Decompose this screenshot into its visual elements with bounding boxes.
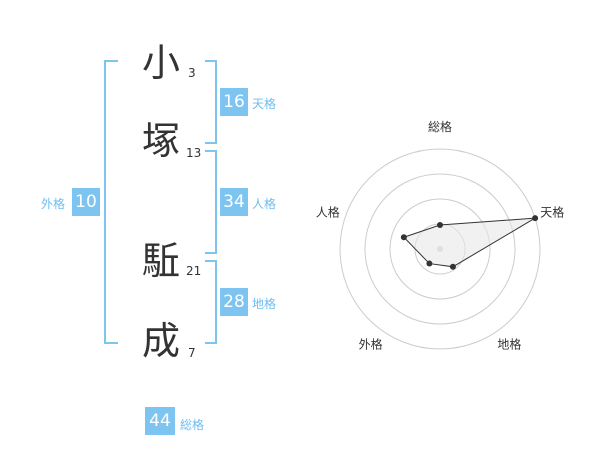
- name-char-1: 小: [142, 41, 181, 85]
- radar-point-5: [400, 234, 407, 241]
- stroke-count-3: 21: [186, 264, 202, 278]
- jin-kaku-label: 人格: [252, 197, 277, 211]
- outer-bracket: [104, 60, 118, 344]
- radar-point-3: [449, 263, 456, 270]
- radar-axis-label: 地格: [497, 336, 521, 351]
- stroke-count-2: 13: [186, 146, 202, 160]
- name-char-4: 成: [142, 319, 181, 363]
- name-char-3: 駈: [142, 239, 181, 283]
- jin-kaku-value: 34: [220, 188, 248, 216]
- radar-axis-label: 人格: [316, 205, 340, 220]
- radar-area: [402, 217, 536, 268]
- radar-axis-label: 天格: [540, 205, 564, 220]
- gai-kaku-value: 10: [72, 188, 100, 216]
- radar-points: [400, 215, 539, 270]
- ten-bracket: [205, 60, 217, 144]
- radar-point-1: [437, 222, 443, 228]
- radar-point-4: [426, 260, 433, 267]
- chi-kaku-label: 地格: [252, 297, 277, 311]
- gai-kaku-label: 外格: [41, 197, 66, 211]
- chi-kaku-value: 28: [220, 288, 248, 316]
- sou-kaku-label: 総格: [180, 418, 205, 432]
- chi-bracket: [205, 260, 217, 344]
- radar-ring: [389, 198, 491, 300]
- radar-axis-label: 総格: [428, 119, 452, 134]
- ten-kaku-value: 16: [220, 88, 248, 116]
- stroke-count-4: 7: [188, 346, 196, 360]
- radar-ring: [364, 173, 516, 325]
- radar-polygon: [402, 217, 536, 268]
- jin-bracket: [205, 150, 217, 254]
- radar-ring: [339, 148, 541, 350]
- radar-axis-label: 外格: [359, 336, 383, 351]
- ten-kaku-label: 天格: [252, 97, 277, 111]
- sou-kaku-value: 44: [145, 407, 175, 435]
- radar-point-2: [532, 215, 539, 222]
- stroke-count-1: 3: [188, 66, 196, 80]
- name-char-2: 塚: [142, 119, 181, 163]
